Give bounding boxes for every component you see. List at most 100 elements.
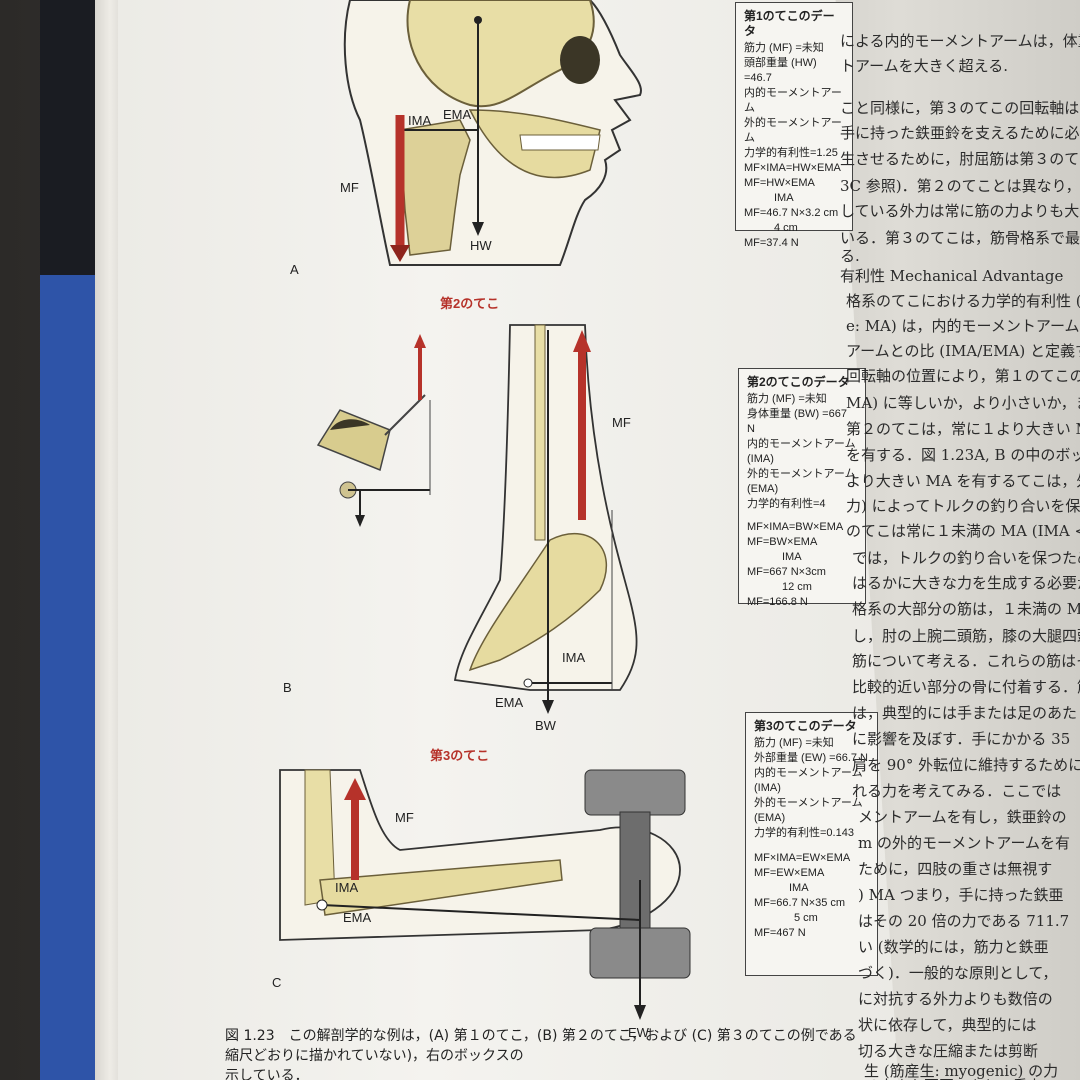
right-page-text-line: は，典型的には手または足のあた: [852, 704, 1078, 722]
right-page-text-line: れる力を考えてみる．ここでは: [852, 782, 1062, 800]
right-page-text-line: る大きな要因であり，重力: [864, 1075, 1043, 1080]
label-c-ew: EW: [628, 1025, 649, 1040]
right-page-text-line: 生 (筋産生: myogenic) の力: [864, 1062, 1059, 1080]
right-page-text-line: では，トルクの釣り合いを保つため: [852, 549, 1080, 567]
box1-title: 第1のてこのデータ: [744, 9, 835, 38]
right-page-text-line: に対抗する外力よりも数倍の: [858, 990, 1053, 1008]
right-page-text-line: 有利性 Mechanical Advantage: [840, 267, 1064, 285]
label-c-ema: EMA: [343, 910, 372, 925]
box2-line: 身体重量 (BW) =667 N: [747, 408, 847, 435]
right-page-text-line: いる．第３のてこは，筋骨格系で最も一: [840, 229, 1080, 247]
label-c-mf: MF: [395, 810, 414, 825]
label-b-ema: EMA: [495, 695, 524, 710]
box2-title: 第2のてこのデータ: [747, 375, 850, 389]
box1-line: MF=37.4 N: [744, 237, 799, 249]
right-page-text-line: ために，四肢の重さは無視す: [858, 860, 1053, 878]
box2-line: MF=166.8 N: [747, 596, 808, 608]
box3-line: MF=467 N: [754, 927, 806, 939]
right-page-text-line: e: MA) は，内的モーメントアームと: [846, 317, 1080, 335]
box1-line: 4 cm: [774, 222, 798, 234]
box2-line: IMA: [782, 551, 802, 563]
box3-line: 力学的有利性=0.143: [754, 827, 854, 839]
box1-line: 内的モーメントアーム: [744, 87, 842, 114]
right-page-text-line: メントアームを有し，鉄亜鈴の: [858, 808, 1067, 826]
box2-line: 筋力 (MF) =未知: [747, 393, 827, 405]
box2-line: MF=BW×EMA: [747, 536, 818, 548]
figure-caption-line: 縮尺どおりに描かれていない)，右のボックスの: [225, 1048, 524, 1064]
right-page-text-line: のてこは常に１未満の MA (IMA < E: [846, 522, 1080, 540]
right-page-text-line: アームとの比 (IMA/EMA) と定義す: [846, 342, 1080, 360]
right-page-text-line: している外力は常に筋の力よりも大きなて: [840, 202, 1080, 220]
lever2-data-box: 第2のてこのデータ 筋力 (MF) =未知 身体重量 (BW) =667 N 内…: [738, 368, 866, 608]
right-page-text-line: 第２のてこは，常に１より大きい M: [846, 420, 1080, 438]
box2-line: MF×IMA=BW×EMA: [747, 521, 844, 533]
box3-line: MF=EW×EMA: [754, 867, 825, 879]
label-b-bw: BW: [535, 718, 556, 733]
right-page-text-line: トアームを大きく超える.: [840, 57, 1008, 75]
box2-line: 12 cm: [782, 581, 812, 593]
arm-illustration: [279, 769, 691, 1020]
skull-illustration: [343, 0, 642, 266]
box2-line: 内的モーメントアーム (IMA): [747, 438, 856, 465]
lever2-title: 第2のてこ: [440, 296, 500, 311]
box1-line: IMA: [774, 192, 794, 204]
right-page-text-line: 3C 参照)．第２のてことは異なり，第３の: [840, 177, 1080, 195]
figure-caption-line: 示している．: [225, 1068, 309, 1080]
right-page-text-line: 手に持った鉄亜鈴を支えるために必要な肘: [840, 124, 1080, 142]
label-c-ima: IMA: [335, 880, 359, 895]
label-a-ema: EMA: [443, 107, 472, 122]
right-page-text-line: 格系の大部分の筋は，１未満の M: [852, 600, 1080, 618]
right-page-text-line: 比較的近い部分の骨に付着する．筋: [852, 678, 1080, 696]
right-page-text-line: 肩を 90° 外転位に維持するために: [852, 756, 1080, 774]
right-page-text-line: し，肘の上腕二頭筋，膝の大腿四頭: [852, 627, 1080, 645]
box1-line: 頭部重量 (HW) =46.7: [744, 57, 817, 84]
box3-line: 筋力 (MF) =未知: [754, 737, 834, 749]
right-page-text-line: い (数学的には，筋力と鉄亜: [858, 938, 1049, 956]
box2-line: 外的モーメントアーム (EMA): [747, 468, 856, 495]
box3-line: 5 cm: [794, 912, 818, 924]
box2-line: 力学的有利性=4: [747, 498, 826, 510]
right-page-text-line: 格系のてこにおける力学的有利性 (me: [846, 292, 1080, 310]
right-page-text-line: 力) によってトルクの釣り合いを保つ: [846, 497, 1080, 515]
box3-line: MF×IMA=EW×EMA: [754, 852, 851, 864]
right-page-text-line: 切る大きな圧縮または剪断: [858, 1042, 1039, 1060]
box3-title: 第3のてこのデータ: [754, 719, 857, 733]
box3-line: 内的モーメントアーム (IMA): [754, 767, 863, 794]
right-page-text-line: 回転軸の位置により，第１のてこの: [846, 367, 1080, 385]
right-page-text-line: MA) に等しいか，より小さいか，ま: [846, 394, 1080, 412]
right-page-text-line: はるかに大きな力を生成する必要が: [852, 574, 1080, 592]
panel-letter-a: A: [290, 262, 299, 277]
figure-caption-line: 図 1.23 この解剖学的な例は，(A) 第１のてこ，(B) 第２のてこ，および…: [225, 1028, 857, 1044]
box1-line: 力学的有利性=1.25: [744, 147, 838, 159]
right-page-text-line: ) MA つまり，手に持った鉄亜: [858, 886, 1064, 904]
box3-line: 外的モーメントアーム (EMA): [754, 797, 863, 824]
right-page-text-line: 筋について考える．これらの筋はそ: [852, 652, 1080, 670]
box3-line: MF=66.7 N×35 cm: [754, 897, 846, 909]
lever3-data-box: 第3のてこのデータ 筋力 (MF) =未知 外部重量 (EW) =66.7 N …: [745, 712, 878, 976]
right-page-text-line: 状に依存して，典型的には: [858, 1016, 1037, 1034]
wheelbarrow-illustration: [316, 334, 431, 527]
label-a-mf: MF: [340, 180, 359, 195]
box1-line: MF×IMA=HW×EMA: [744, 162, 841, 174]
lever3-title: 第3のてこ: [430, 748, 490, 763]
box1-line: MF=HW×EMA: [744, 177, 815, 189]
right-page-text-line: 生させるために，肘屈筋は第３のてこを用い: [840, 150, 1080, 168]
panel-letter-b: B: [283, 680, 292, 695]
panel-letter-c: C: [272, 975, 282, 990]
foot-illustration: [453, 324, 638, 714]
label-b-mf: MF: [612, 415, 631, 430]
right-page-text-line: による内的モーメントアームは，体重による: [840, 32, 1080, 50]
label-a-ima: IMA: [408, 113, 432, 128]
right-page-text-line: より大きい MA を有するてこは，外: [846, 472, 1080, 490]
box3-line: IMA: [789, 882, 809, 894]
box1-line: MF=46.7 N×3.2 cm: [744, 207, 839, 219]
label-a-hw: HW: [470, 238, 492, 253]
right-page-text-line: はその 20 倍の力である 711.7: [858, 912, 1070, 930]
lever1-data-box: 第1のてこのデータ 筋力 (MF) =未知 頭部重量 (HW) =46.7 内的…: [735, 2, 853, 249]
right-page-text-line: m の外的モーメントアームを有: [858, 834, 1071, 852]
right-page-text-line: づく)．一般的な原則として，: [858, 964, 1058, 982]
right-page-text-line: に影響を及ぼす．手にかかる 35: [852, 730, 1071, 748]
right-page-text-line: を有する．図 1.23A, B の中のボックス: [846, 446, 1080, 464]
